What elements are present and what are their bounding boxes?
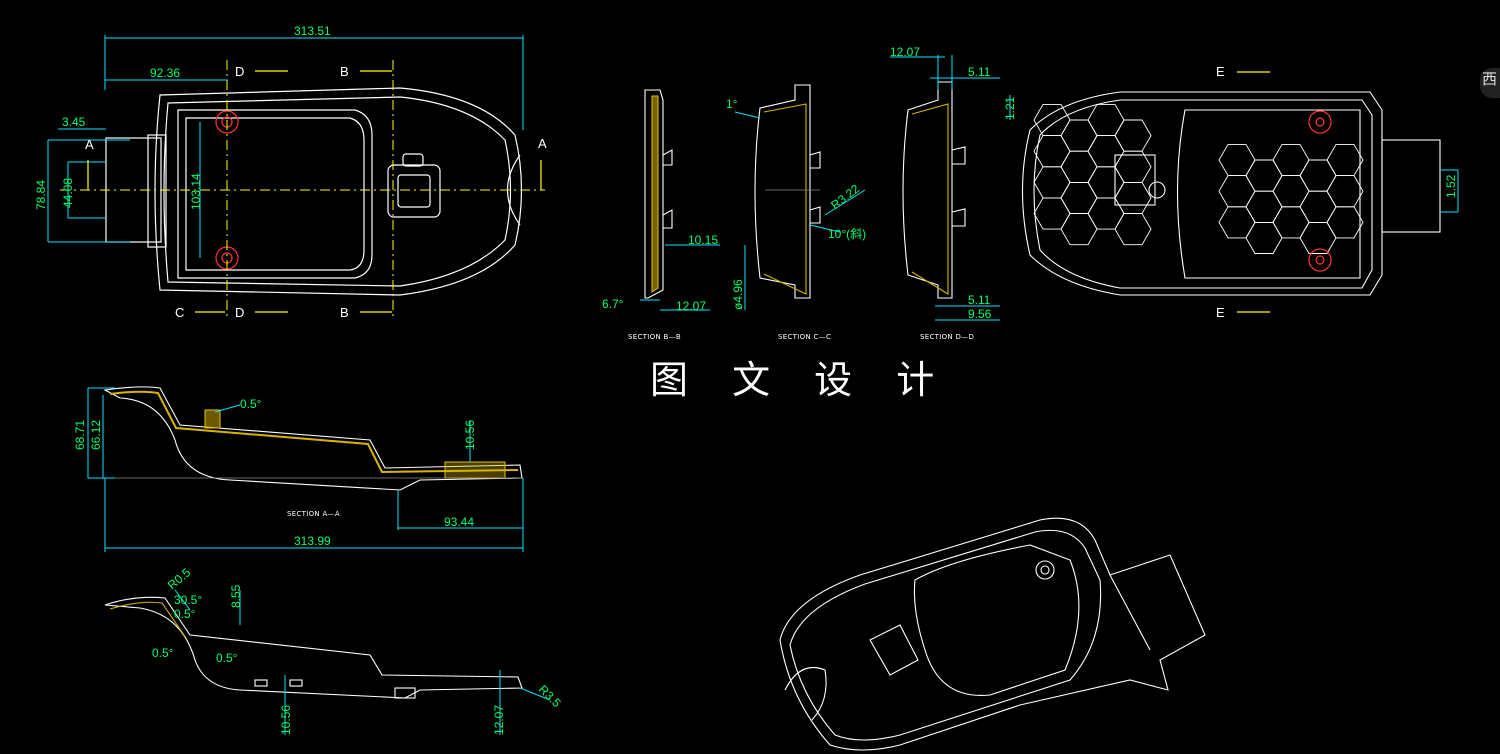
dim-detail-30-5: 30.5° (174, 593, 202, 607)
section-cc-leaders (734, 111, 866, 310)
hex-rib-cell (1299, 190, 1337, 223)
section-aa-title: SECTION A—A (287, 510, 340, 518)
dim-aa-10-56: 10.56 (463, 420, 477, 450)
dim-dd-5-11-top: 5.11 (968, 65, 991, 79)
dim-cc-diameter: ø4.96 (731, 279, 745, 310)
dim-tab-height: 78.84 (34, 180, 48, 210)
dim-bb-12-07: 12.07 (676, 299, 706, 313)
dim-tab-offset: 3.45 (62, 115, 86, 129)
dim-detail-r3-5: R3.5 (536, 682, 564, 710)
dim-detail-angle-b: 0.5° (152, 646, 174, 660)
detail-view-profile (104, 596, 523, 699)
dim-cc-draft: 10°(斜) (828, 227, 866, 241)
top-view-section-arrows (87, 70, 542, 313)
section-label-e-bottom: E (1216, 305, 1225, 320)
hex-rib-cell (1033, 166, 1071, 199)
dim-overall-width: 313.51 (294, 24, 331, 38)
hex-rib-cell (1087, 166, 1125, 199)
dim-dd-12-07: 12.07 (890, 45, 920, 59)
section-bb-leaders (640, 244, 720, 311)
section-label-e-top: E (1216, 64, 1225, 79)
dim-bottom-1-52: 1.52 (1444, 174, 1458, 198)
dim-hole-offset: 92.36 (150, 66, 180, 80)
top-view-centerlines (60, 60, 545, 318)
hex-rib-cell (1060, 150, 1098, 183)
dim-aa-313-99: 313.99 (294, 534, 331, 548)
hex-rib-cell (1272, 175, 1310, 208)
section-label-d-bottom: D (235, 305, 244, 320)
dim-detail-12-07: 12.07 (492, 705, 506, 735)
bottom-view-hex-ribs (1033, 103, 1364, 254)
isometric-view (779, 517, 1206, 751)
section-bb-title: SECTION B—B (628, 333, 681, 341)
dim-tab-inner: 44.08 (61, 178, 75, 208)
section-label-a-right: A (538, 136, 547, 151)
dim-detail-angle-a: 0.5° (174, 607, 196, 621)
dim-aa-93-44: 93.44 (444, 515, 474, 529)
section-label-d-top: D (235, 64, 244, 79)
hex-rib-cell (1114, 119, 1152, 152)
section-dd-profile (902, 81, 966, 299)
hex-rib-cell (1087, 197, 1125, 230)
hex-rib-cell (1245, 221, 1283, 254)
section-label-b-top: B (340, 64, 349, 79)
hex-rib-cell (1218, 206, 1256, 239)
hex-rib-cell (1218, 143, 1256, 177)
hex-rib-cell (1114, 150, 1152, 183)
top-view-leaders (47, 35, 524, 258)
dim-detail-8-55: 8.55 (229, 584, 243, 608)
section-label-a-left: A (85, 137, 94, 152)
dim-detail-r0-5: R0.5 (165, 565, 194, 592)
hex-rib-cell (1060, 181, 1098, 214)
hex-rib-cell (1245, 190, 1283, 223)
hex-rib-cell (1060, 119, 1098, 152)
section-aa-profile (103, 386, 523, 491)
hex-rib-cell (1087, 135, 1125, 168)
section-cc-profile (754, 84, 821, 299)
dim-dd-1-21: 1.21 (1003, 96, 1017, 120)
hex-rib-cell (1114, 213, 1152, 246)
hex-rib-cell (1326, 175, 1364, 208)
section-aa-leaders (87, 387, 524, 552)
dim-bb-10-15: 10.15 (688, 233, 718, 247)
hex-rib-cell (1033, 103, 1071, 137)
dim-aa-68-71: 68.71 (73, 420, 87, 450)
dim-dd-9-56: 9.56 (968, 307, 992, 321)
dim-detail-10-56: 10.56 (279, 705, 293, 735)
detail-view-leaders (174, 589, 551, 735)
section-dd-title: SECTION D—D (920, 333, 974, 341)
dim-aa-angle: 0.5° (240, 397, 262, 411)
section-dd-leaders (890, 55, 1011, 321)
corner-tab[interactable]: 西 (1480, 68, 1500, 98)
hex-rib-cell (1114, 181, 1152, 214)
dim-bb-angle: 6.7° (602, 297, 624, 311)
section-cc-title: SECTION C—C (778, 333, 831, 341)
hex-rib-cell (1060, 213, 1098, 246)
dim-cc-radius: R3.22 (828, 181, 862, 212)
bottom-view-arrows (1237, 71, 1270, 313)
hex-rib-cell (1326, 206, 1364, 239)
section-label-c-bottom: C (175, 305, 184, 320)
bottom-view (1021, 91, 1441, 296)
hex-rib-cell (1087, 103, 1125, 137)
top-view (105, 87, 523, 296)
hex-rib-cell (1326, 143, 1364, 177)
hex-rib-cell (1299, 159, 1337, 192)
dim-hole-spacing: 103.14 (189, 173, 203, 210)
hex-rib-cell (1272, 143, 1310, 177)
bottom-view-holes (1308, 110, 1332, 272)
hex-rib-cell (1033, 197, 1071, 230)
dim-aa-66-12: 66.12 (89, 420, 103, 450)
hex-rib-cell (1245, 159, 1283, 192)
hex-rib-cell (1272, 206, 1310, 239)
dim-dd-5-11-bottom: 5.11 (968, 293, 991, 307)
dim-detail-angle-c: 0.5° (216, 651, 238, 665)
section-label-b-bottom: B (340, 305, 349, 320)
hex-rib-cell (1218, 175, 1256, 208)
dim-cc-angle: 1° (726, 97, 738, 111)
section-bb-profile (644, 89, 673, 299)
watermark-text: 图 文 设 计 (650, 358, 950, 402)
bottom-view-leaders (1440, 169, 1459, 213)
